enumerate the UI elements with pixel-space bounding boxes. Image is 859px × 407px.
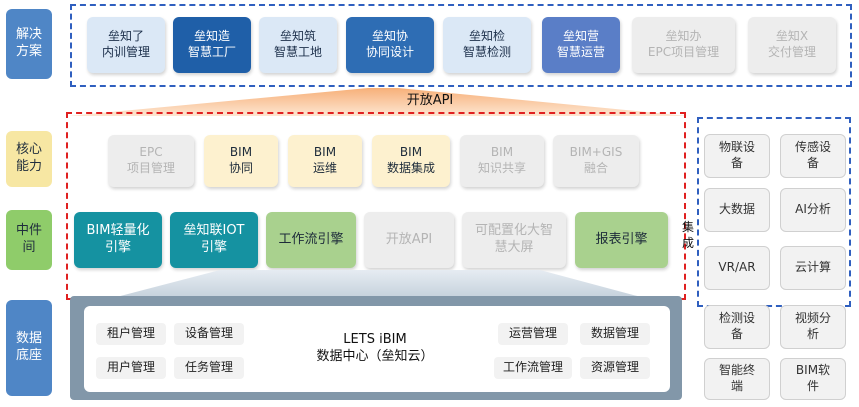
device-sensor[interactable]: 传感设 备 [780, 134, 846, 178]
solution-design[interactable]: 垒知协 协同设计 [346, 17, 434, 73]
device-cloud[interactable]: 云计算 [780, 246, 846, 290]
base-item-operation[interactable]: 运营管理 [498, 323, 568, 345]
device-terminal[interactable]: 智能终 端 [704, 358, 770, 400]
device-inspection[interactable]: 检测设 备 [704, 305, 770, 349]
solution-inspection[interactable]: 垒知检 智慧检测 [443, 17, 531, 73]
base-item-task[interactable]: 任务管理 [174, 357, 244, 379]
base-item-user[interactable]: 用户管理 [96, 357, 166, 379]
device-vrar[interactable]: VR/AR [704, 246, 770, 290]
solution-factory[interactable]: 垒知造 智慧工厂 [173, 17, 251, 73]
base-item-device[interactable]: 设备管理 [174, 323, 244, 345]
base-center-title: LETS iBIM 数据中心（垒知云） [316, 332, 434, 364]
solution-operation[interactable]: 垒知营 智慧运营 [542, 17, 620, 73]
base-item-data[interactable]: 数据管理 [580, 323, 650, 345]
core-bim-data[interactable]: BIM 数据集成 [372, 135, 450, 187]
device-bigdata[interactable]: 大数据 [704, 188, 770, 232]
device-bim-software[interactable]: BIM软 件 [780, 358, 846, 400]
row-label-core: 核心 能力 [6, 131, 52, 187]
solution-delivery[interactable]: 垒知X 交付管理 [748, 17, 836, 73]
device-iot[interactable]: 物联设 备 [704, 134, 770, 178]
solutions-frame [70, 4, 852, 87]
solution-epc[interactable]: 垒知办 EPC项目管理 [632, 17, 735, 73]
open-api-label: 开放API [406, 93, 454, 108]
mw-open-api[interactable]: 开放API [364, 212, 454, 268]
mw-bim-engine[interactable]: BIM轻量化 引擎 [74, 212, 162, 268]
device-video[interactable]: 视频分 析 [780, 305, 846, 349]
base-item-tenant[interactable]: 租户管理 [96, 323, 166, 345]
row-label-base: 数据 底座 [6, 300, 52, 396]
integration-label: 集 成 [681, 220, 694, 250]
mw-iot-engine[interactable]: 垒知联IOT 引擎 [170, 212, 258, 268]
core-bim-knowledge[interactable]: BIM 知识共享 [460, 135, 544, 187]
device-frame [697, 117, 851, 307]
base-item-workflow[interactable]: 工作流管理 [494, 357, 572, 379]
core-bim-gis[interactable]: BIM+GIS 融合 [553, 135, 639, 187]
mw-report[interactable]: 报表引擎 [575, 212, 668, 268]
row-label-middleware: 中件 间 [6, 210, 52, 270]
core-bim-collab[interactable]: BIM 协同 [204, 135, 278, 187]
mw-dashboard[interactable]: 可配置化大智 慧大屏 [462, 212, 566, 268]
core-bim-ops[interactable]: BIM 运维 [288, 135, 362, 187]
device-ai[interactable]: AI分析 [780, 188, 846, 232]
solution-site[interactable]: 垒知筑 智慧工地 [259, 17, 337, 73]
row-label-solutions: 解决 方案 [6, 9, 52, 79]
solution-neixun[interactable]: 垒知了 内训管理 [87, 17, 165, 73]
base-item-resource[interactable]: 资源管理 [580, 357, 650, 379]
mw-workflow[interactable]: 工作流引擎 [266, 212, 356, 268]
open-api-fan [68, 88, 688, 116]
core-epc[interactable]: EPC 项目管理 [108, 135, 194, 187]
